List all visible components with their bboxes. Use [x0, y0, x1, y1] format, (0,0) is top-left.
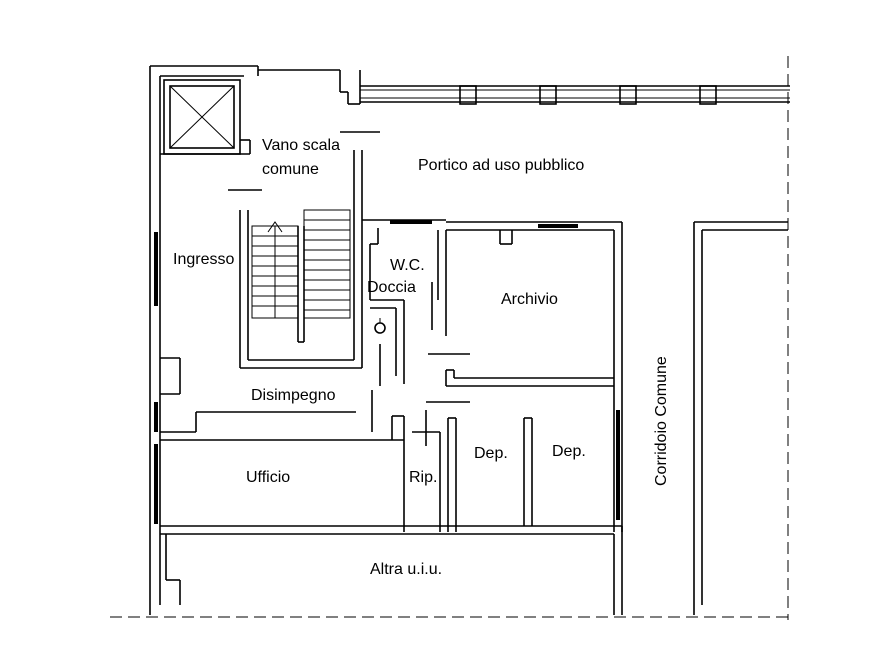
label-vano-scala-1: Vano scala	[262, 137, 340, 154]
label-portico: Portico ad uso pubblico	[418, 157, 584, 174]
label-disimpegno: Disimpegno	[251, 387, 336, 404]
archivio-walls	[428, 221, 623, 532]
label-ufficio: Ufficio	[246, 469, 290, 486]
wc-block	[362, 219, 447, 386]
label-ingresso: Ingresso	[173, 251, 234, 268]
ufficio-walls	[154, 444, 623, 615]
ingresso-walls	[154, 232, 181, 432]
label-rip: Rip.	[409, 469, 437, 486]
outer-walls	[149, 65, 790, 615]
label-altra-uiu: Altra u.i.u.	[370, 561, 442, 578]
label-vano-scala-2: comune	[262, 161, 319, 178]
staircase	[228, 131, 380, 369]
label-archivio: Archivio	[501, 291, 558, 308]
label-corridoio: Corridoio Comune	[653, 356, 670, 486]
boundary-lines	[110, 56, 789, 620]
corridoio-walls	[693, 221, 788, 615]
lift-shaft	[160, 79, 251, 155]
label-dep-1: Dep.	[474, 445, 508, 462]
label-doccia: Doccia	[367, 279, 416, 296]
disimpegno-walls	[160, 390, 470, 532]
label-wc: W.C.	[390, 257, 425, 274]
deposit-walls	[523, 417, 533, 526]
label-dep-2: Dep.	[552, 443, 586, 460]
